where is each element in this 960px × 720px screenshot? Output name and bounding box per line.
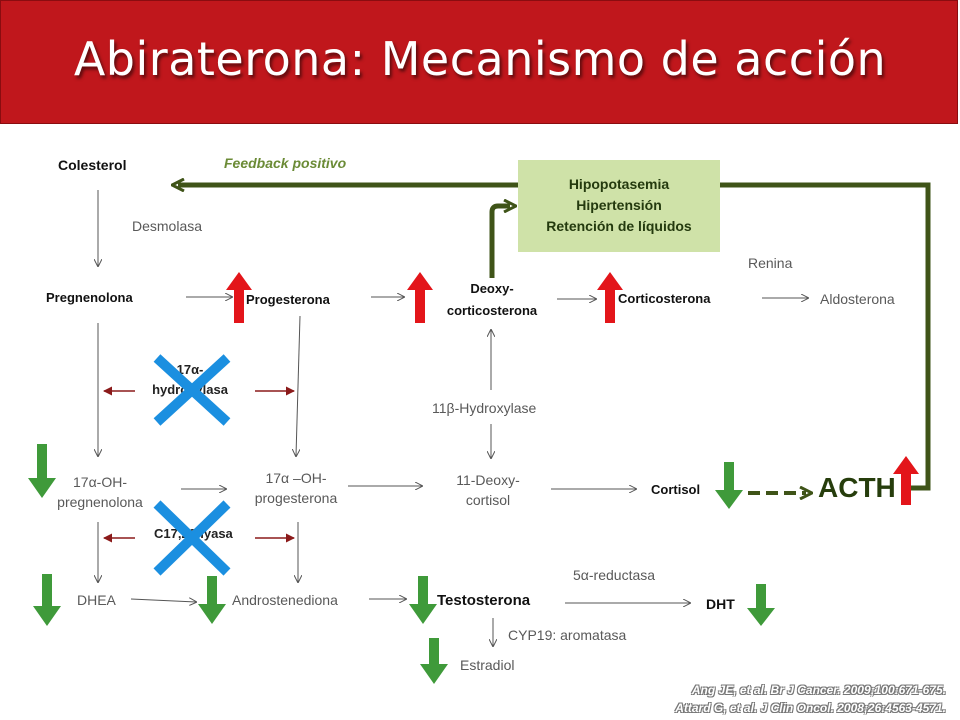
corticosterone-increase-arrow: [597, 272, 623, 323]
progesterone-increase-arrow: [226, 272, 252, 323]
testosterone-label: Testosterona: [437, 592, 531, 609]
desmolase-label: Desmolasa: [132, 218, 203, 234]
hypertension-label: Hipertensión: [576, 197, 662, 213]
cyp19-aromatase-label: CYP19: aromatasa: [508, 627, 627, 643]
androstenedione-label: Androstenediona: [232, 592, 338, 608]
cortisol-label: Cortisol: [651, 482, 701, 497]
17a-oh-progesterone-label: 17α –OH- progesterona: [254, 470, 338, 506]
reference-2: Attard G, et al. J Clin Oncol. 2008;26:4…: [675, 701, 946, 715]
aldosterone-label: Aldosterona: [820, 291, 895, 307]
corticosterone-label: Corticosterona: [618, 291, 711, 306]
title-banner: [0, 0, 958, 124]
slide-title: Abiraterona: Mecanismo de acción: [73, 32, 887, 86]
adverse-effects-box: Hipopotasemia Hipertensión Retención de …: [518, 160, 720, 252]
cholesterol-label: Colesterol: [58, 157, 127, 173]
increase-arrows: [226, 272, 919, 505]
acth-increase-arrow: [893, 456, 919, 505]
deoxycorticosterone-label: Deoxy- corticosterona: [446, 281, 538, 318]
pathway-arrows: [98, 190, 808, 646]
feedback-label: Feedback positivo: [224, 155, 347, 171]
fluid-retention-label: Retención de líquidos: [546, 218, 692, 234]
decrease-arrows: [28, 444, 775, 684]
acth-label: ACTH: [818, 472, 896, 503]
dht-label: DHT: [706, 596, 735, 612]
dhea-label: DHEA: [77, 592, 116, 608]
cortisol-decrease-arrow: [715, 462, 743, 509]
deoxycorticosterone-to-effects-line: [489, 206, 510, 278]
enzyme-target-arrows: [103, 386, 295, 543]
estradiol-decrease-arrow: [420, 638, 448, 684]
11b-hydroxylase-label: 11β-Hydroxylase: [432, 400, 537, 416]
oh-pregnenolone-decrease-arrow: [28, 444, 56, 498]
11-deoxycortisol-label: 11-Deoxy- cortisol: [456, 472, 520, 508]
dhea-decrease-arrow: [33, 574, 61, 626]
pregnenolone-label: Pregnenolona: [46, 290, 133, 305]
5a-reductase-label: 5α-reductasa: [573, 567, 656, 583]
dht-decrease-arrow: [747, 584, 775, 626]
progesterone-label: Progesterona: [246, 292, 330, 307]
estradiol-label: Estradiol: [460, 657, 515, 673]
hypokalemia-label: Hipopotasemia: [568, 176, 670, 192]
renin-label: Renina: [748, 255, 793, 271]
reference-1: Ang JE, et al. Br J Cancer. 2009;100:671…: [691, 683, 946, 697]
17a-oh-pregnenolone-label: 17α-OH- pregnenolona: [57, 474, 143, 510]
testosterone-decrease-arrow: [409, 576, 437, 624]
17a-hydroxylase-block-x-icon: [153, 354, 231, 426]
deoxycorticosterone-increase-arrow: [407, 272, 433, 323]
androstenedione-decrease-arrow: [198, 576, 226, 624]
c17-20-lyase-block-x-icon: [153, 500, 231, 576]
